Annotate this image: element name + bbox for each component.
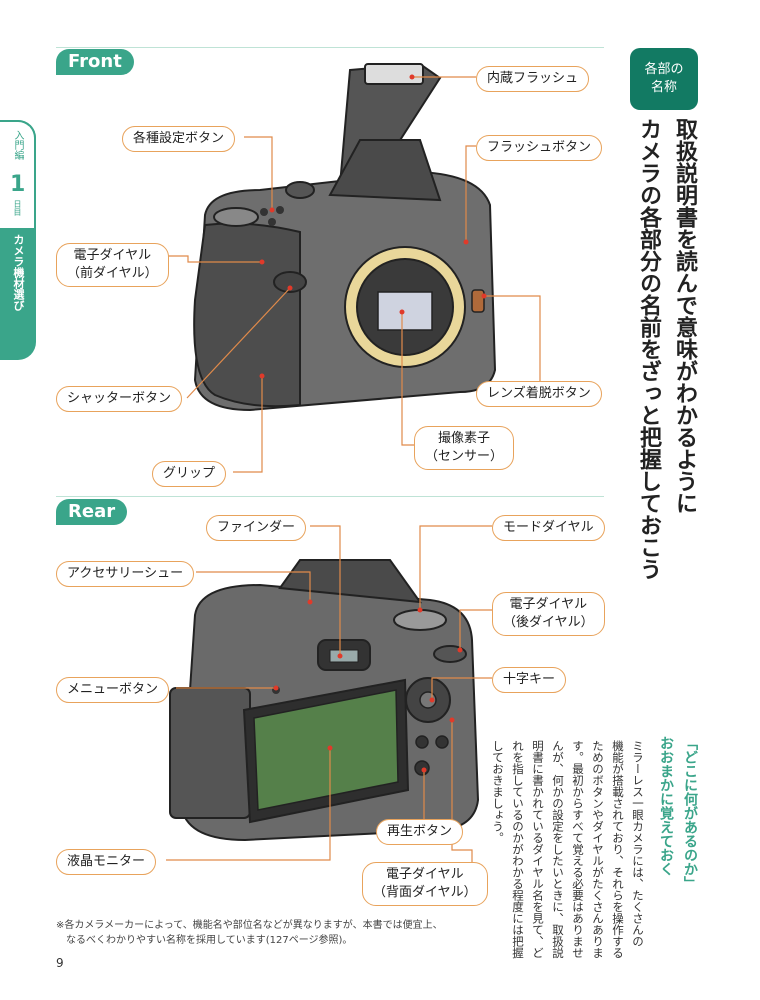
label-builtin-flash: 内蔵フラッシュ <box>476 66 590 92</box>
rear-tag: Rear <box>56 499 128 525</box>
title-line1: 取扱説明書を読んで意味がわかるように <box>672 118 697 514</box>
page-number: 9 <box>56 956 64 970</box>
rear-camera-drawing <box>169 559 480 842</box>
rear-leader-dots <box>273 599 463 773</box>
label-lens-release: レンズ着脱ボタン <box>476 381 602 407</box>
sidebar-heading-2: おおまかに覚えておく <box>658 736 674 876</box>
rear-rule <box>56 496 604 497</box>
label-menu-button: メニューボタン <box>56 677 170 703</box>
sidebar-heading-1: 「どこに何があるのか」 <box>682 736 698 890</box>
front-camera-drawing <box>193 62 497 412</box>
label-front-dial-line2: （前ダイヤル） <box>67 266 158 281</box>
footnote-line2: なるべくわかりやすい名称を採用しています(127ページ参照)。 <box>66 935 353 946</box>
label-rear-dial-line1: 電子ダイヤル <box>509 597 588 612</box>
label-front-dial: 電子ダイヤル （前ダイヤル） <box>56 243 169 287</box>
sidebar-body-col5: んが、何かの設定をしたいときに、取扱説 <box>551 740 565 959</box>
front-leader-dots <box>259 74 487 379</box>
label-shutter-button: シャッターボタン <box>56 386 183 412</box>
badge-line2: 名称 <box>650 80 677 95</box>
label-grip: グリップ <box>152 461 227 487</box>
label-settings-buttons: 各種設定ボタン <box>122 126 236 152</box>
title-line2: カメラの各部分の名前をざっと把握しておこう <box>636 118 661 580</box>
sidebar-body-col1: ミラーレス一眼カメラには、たくさんの <box>631 740 645 947</box>
side-tab-unit: 日目 <box>13 200 22 216</box>
side-tab-level: 入門編 <box>12 130 23 160</box>
sidebar-body-col7: れを指しているのかがわかる程度には把握 <box>511 740 525 959</box>
front-tag: Front <box>56 49 134 75</box>
side-tab-cap: 入門編 1 日目 <box>0 120 36 230</box>
label-back-dial: 電子ダイヤル （背面ダイヤル） <box>362 862 488 906</box>
front-leader-lines <box>160 76 541 473</box>
label-rear-dial: 電子ダイヤル （後ダイヤル） <box>492 592 605 636</box>
side-tab-chapter: カメラ機材選び <box>12 234 25 311</box>
label-back-dial-line1: 電子ダイヤル <box>386 867 464 882</box>
label-playback-button: 再生ボタン <box>376 819 464 845</box>
sidebar-body-col6: 明書に書かれているダイヤル名を見て、ど <box>531 740 545 959</box>
sidebar-body-col3: ためのボタンやダイヤルがたくさんありま <box>591 740 605 959</box>
label-front-dial-line1: 電子ダイヤル <box>73 248 152 263</box>
section-badge: 各部の名称 <box>630 48 698 110</box>
sidebar-body-col4: す。最初からすべて覚える必要はありませ <box>571 740 585 959</box>
label-mode-dial: モードダイヤル <box>492 515 605 541</box>
sidebar-body-col2: 機能が搭載されており、それらを操作する <box>611 740 625 959</box>
label-back-dial-line2: （背面ダイヤル） <box>373 885 477 900</box>
label-flash-button: フラッシュボタン <box>476 135 603 161</box>
front-rule <box>56 47 604 48</box>
label-sensor-line2: （センサー） <box>425 449 504 464</box>
label-lcd-monitor: 液晶モニター <box>56 849 157 875</box>
chapter-side-tab: 入門編 1 日目 カメラ機材選び <box>0 120 36 360</box>
label-sensor-line1: 撮像素子 <box>438 431 491 446</box>
label-rear-dial-line2: （後ダイヤル） <box>503 615 594 630</box>
side-tab-number: 1 <box>10 172 26 197</box>
label-accessory-shoe: アクセサリーシュー <box>56 561 195 587</box>
sidebar-body-col8: しておきましょう。 <box>491 740 505 844</box>
footnote: ※各カメラメーカーによって、機能名や部位名などが異なりますが、本書では便宜上、 … <box>56 918 443 948</box>
footnote-line1: ※各カメラメーカーによって、機能名や部位名などが異なりますが、本書では便宜上、 <box>56 920 443 931</box>
badge-line1: 各部の <box>644 62 684 77</box>
label-finder: ファインダー <box>206 515 307 541</box>
label-sensor: 撮像素子 （センサー） <box>414 426 515 470</box>
label-cross-key: 十字キー <box>492 667 567 693</box>
